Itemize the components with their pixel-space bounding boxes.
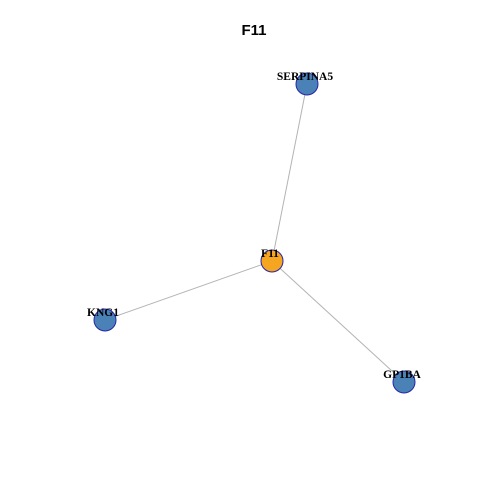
edge-f11-serpina5 [271,83,308,262]
diagram-title: F11 [241,22,266,39]
edge-f11-gp1ba [271,260,405,383]
node-layer [93,72,416,394]
node-label-gp1ba: GP1BA [383,369,421,381]
node-label-serpina5: SERPINA5 [277,71,333,83]
node-label-f11: F11 [261,248,279,260]
node-serpina5[interactable] [295,72,319,96]
node-f11[interactable] [260,249,284,273]
node-label-kng1: KNG1 [87,307,119,319]
node-gp1ba[interactable] [392,370,416,394]
edge-layer [104,83,405,383]
edge-f11-kng1 [104,260,273,321]
node-kng1[interactable] [93,308,117,332]
